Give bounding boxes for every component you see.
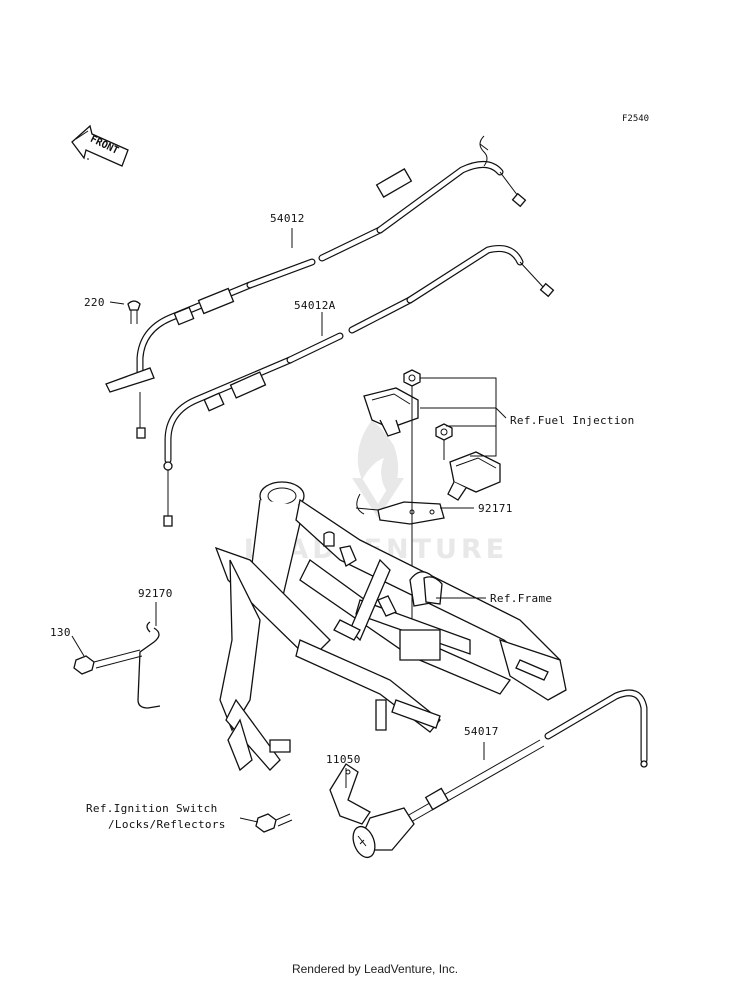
throttle-cable-54012 bbox=[105, 135, 527, 439]
part-label-92170: 92170 bbox=[138, 587, 173, 600]
bolt-130 bbox=[73, 649, 143, 675]
ref-ignition-label-line2: /Locks/Reflectors bbox=[108, 818, 226, 831]
ref-frame-label: Ref.Frame bbox=[490, 592, 552, 605]
fuel-injection-sensors bbox=[355, 369, 501, 640]
bracket-11050 bbox=[329, 763, 371, 825]
part-label-130: 130 bbox=[50, 626, 71, 639]
clip-92170 bbox=[137, 621, 161, 709]
part-label-92171: 92171 bbox=[478, 502, 513, 515]
ref-ignition-label-line1: Ref.Ignition Switch bbox=[86, 802, 218, 815]
front-arrow-icon: FRONT bbox=[71, 124, 129, 167]
ignition-bolt bbox=[255, 813, 293, 833]
figure-code: F2540 bbox=[622, 114, 649, 124]
part-label-54012a: 54012A bbox=[294, 299, 336, 312]
part-label-11050: 11050 bbox=[326, 753, 361, 766]
frame-assembly bbox=[214, 481, 567, 772]
leader-lines bbox=[71, 228, 507, 823]
part-label-220: 220 bbox=[84, 296, 105, 309]
part-label-54012: 54012 bbox=[270, 212, 305, 225]
throttle-cable-54012a bbox=[163, 245, 555, 527]
part-label-54017: 54017 bbox=[464, 725, 499, 738]
ref-fuel-injection-label: Ref.Fuel Injection bbox=[510, 414, 635, 427]
choke-cable-54017 bbox=[352, 689, 648, 859]
footer-credit: Rendered by LeadVenture, Inc. bbox=[291, 962, 459, 976]
